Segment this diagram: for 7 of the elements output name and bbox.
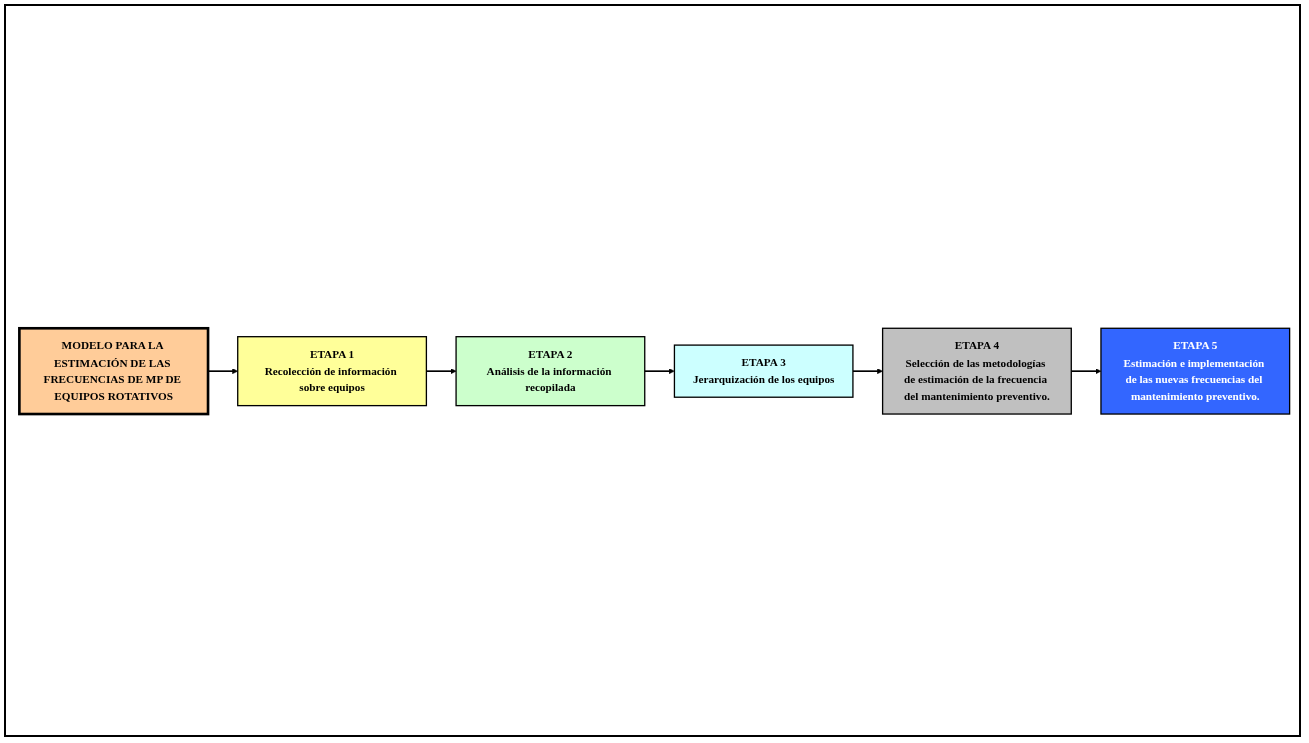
node-box: ETAPA 4 Selección de las metodologías de estimación de la frecuencia del mantenimiento preventivo. xyxy=(881,327,1072,416)
arrow xyxy=(852,368,883,375)
node-box: ETAPA 2 Análisis de la información recopilada xyxy=(455,336,646,407)
node-box: ETAPA 3 Jerarquización de los equipos xyxy=(673,344,854,399)
node-box: ETAPA 5 Estimación e implementación de las nuevas frecuencias del mantenimiento preventivo. xyxy=(1100,327,1291,416)
node-box: MODELO PARA LA ESTIMACIÓN DE LAS FRECUENCIAS DE MP DE EQUIPOS ROTATIVOS xyxy=(18,327,210,416)
node-box: ETAPA 1 Recolección de información sobre equipos xyxy=(237,336,428,407)
